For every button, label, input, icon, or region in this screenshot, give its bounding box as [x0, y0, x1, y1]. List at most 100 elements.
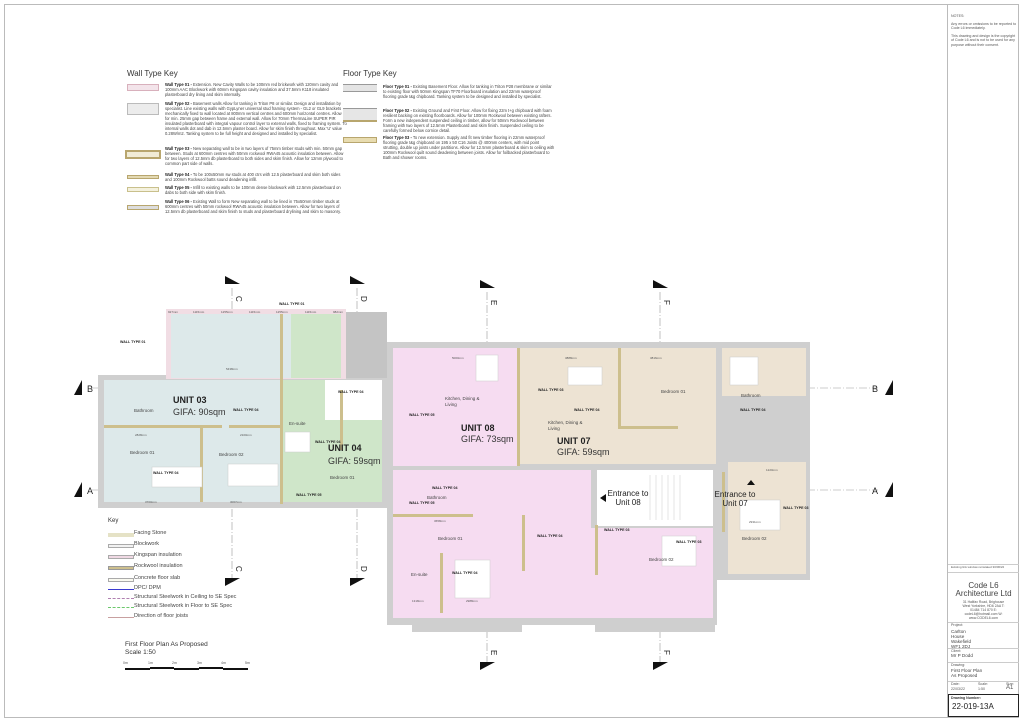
date-value: 22/03/22 — [951, 687, 965, 691]
wall-type-03-text: New separating wall to be in two layers … — [165, 146, 344, 166]
concrete-slab-swatch — [108, 578, 134, 582]
notes-title: NOTES: — [951, 14, 965, 18]
size-label: Size: — [1006, 682, 1014, 686]
drawing-number-label: Drawing Number: — [951, 696, 981, 700]
wall-type-01-name: Wall Type 01 - — [165, 82, 192, 87]
room-labels: Bathroom Bedroom 01 Bedroom 02 En-suite … — [130, 389, 767, 577]
section-e-bottom-marker-icon — [480, 662, 495, 670]
wall-type-04-name: Wall Type 04 - — [165, 172, 192, 177]
wall-type-label: WALL TYPE 03 — [604, 528, 630, 532]
section-b-left-marker-icon — [74, 380, 82, 395]
wall-type-06-name: Wall Type 06 - — [165, 199, 192, 204]
company-name: Code L6 Architecture Ltd — [955, 581, 1012, 598]
section-b-right-label: B — [872, 384, 878, 394]
company-address: 31 Halifax Road, Brighouse West Yorkshir… — [962, 600, 1005, 620]
scale-bar: 0m 1m 2m 3m 4m 5m — [123, 661, 250, 670]
section-f-top-marker-icon — [653, 280, 668, 288]
dimension-label: 1255mm — [221, 310, 233, 314]
kingspan-swatch — [108, 555, 134, 559]
wall-type-02-swatch — [127, 103, 159, 115]
room-label: Kitchen, Dining & — [445, 396, 480, 401]
section-e-bottom-label: E — [489, 650, 498, 655]
dimension-label: 5000mm — [452, 356, 464, 360]
room-label: Bedroom 01 — [130, 450, 155, 455]
section-a-right-label: A — [872, 486, 878, 496]
drawing-value: First Floor Plan As Proposed — [951, 668, 983, 678]
floor-type-02-swatch — [343, 108, 377, 122]
wall-type-label: WALL TYPE 04 — [338, 390, 364, 394]
wall-type-label: WALL TYPE 01 — [120, 340, 146, 344]
section-e-top-label: E — [489, 300, 498, 305]
wall-type-label: WALL TYPE 01 — [279, 302, 305, 306]
notes-copyright: This drawing and design is the copyright… — [951, 34, 1016, 47]
dpc-line — [108, 589, 134, 590]
wall-type-01-entry: Wall Type 01 - Extension. New Cavity Wal… — [165, 82, 347, 97]
wall-type-label: WALL TYPE 04 — [740, 408, 766, 412]
floor-type-01-swatch — [343, 84, 377, 92]
internal-walls — [104, 314, 725, 613]
section-d-bottom-marker-icon — [350, 578, 365, 586]
wall-type-label: WALL TYPE 04 — [315, 440, 341, 444]
project-label: Project: — [951, 623, 964, 627]
wall-type-02-text: Basement walls Allow for tanking in Trit… — [165, 101, 347, 136]
wall-type-label: WALL TYPE 04 — [233, 408, 259, 412]
steel-ceiling-line — [108, 598, 134, 599]
wall-type-label: WALL TYPE 04 — [574, 408, 600, 412]
dimension-label: 2931mm — [749, 520, 761, 524]
section-d-bottom-label: D — [359, 566, 368, 572]
wall-type-04-entry: Wall Type 04 - To be 100x50mm sw studs a… — [165, 172, 347, 182]
wall-type-label: WALL TYPE 04 — [153, 471, 179, 475]
key-item-blockwork: Blockwork — [134, 541, 160, 547]
dimension-label: 1318mm — [412, 599, 424, 603]
notes-errors: Any errors or omissions to be reported t… — [951, 22, 1017, 31]
scale-label: Scale: — [978, 682, 988, 686]
key-title: Key — [108, 518, 119, 524]
section-c-top-marker-icon — [225, 276, 240, 284]
wall-type-label: WALL TYPE 03 — [538, 388, 564, 392]
wall-type-06-entry: Wall Type 06 - Existing Wall to form New… — [165, 199, 347, 214]
wall-type-label: WALL TYPE 05 — [409, 413, 435, 417]
key-item-rockwool: Rockwool insulation — [134, 563, 183, 569]
project-value: Carlton House Wakefield WF1 2DJ — [951, 629, 971, 649]
wall-type-label: WALL TYPE 03 — [783, 506, 809, 510]
dimension-label: 5438mm — [226, 367, 238, 371]
scale-tick: 5m — [245, 661, 250, 665]
wall-type-label: WALL TYPE 04 — [452, 571, 478, 575]
entrance-unit-08-line1: Entrance to — [608, 489, 649, 498]
wall-type-06-swatch — [127, 205, 159, 210]
wall-type-04-text: To be 100x50mm sw studs at 400 ctrs with… — [165, 172, 341, 182]
room-label: Living — [548, 426, 560, 431]
wall-type-02-name: Wall Type 02 - — [165, 101, 192, 106]
dimension-label: 927mm — [168, 310, 179, 314]
dimension-label: 1255mm — [276, 310, 288, 314]
floor-type-03-name: Floor Type 03 - — [383, 135, 412, 140]
floor-type-key-title: Floor Type Key — [343, 69, 397, 78]
section-f-top-label: F — [662, 300, 671, 305]
floor-type-03-text: To new extension. Supply and fit new tim… — [383, 135, 555, 160]
room-label: Kitchen, Dining & — [548, 420, 583, 425]
room-label: Living — [445, 402, 457, 407]
wall-type-05-entry: Wall Type 05 - Infill to existing walls … — [165, 185, 347, 195]
unit-08-label: UNIT 08 — [461, 423, 495, 433]
wall-type-04-swatch — [127, 175, 159, 179]
section-a-left-label: A — [87, 486, 93, 496]
room-label: Bedroom 02 — [742, 536, 767, 541]
client-label: Client: — [951, 649, 962, 653]
entrance-arrow-icon — [600, 494, 606, 502]
wall-type-label: WALL TYPE 04 — [432, 486, 458, 490]
drawing-number-box: Drawing Number: 22-019-13A — [948, 694, 1019, 717]
floor-type-02-entry: Floor Type 02 - Existing Ground and Firs… — [383, 108, 555, 133]
floor-type-02-text: Existing Ground and First Floor. Allow f… — [383, 108, 552, 133]
key-item-concrete: Concrete floor slab — [134, 575, 181, 581]
dimension-label: 3658mm — [434, 519, 446, 523]
unit-04-area — [282, 314, 382, 502]
section-f-bottom-label: F — [662, 650, 671, 655]
wall-type-03-swatch — [125, 150, 161, 159]
drawing-title: First Floor Plan As Proposed — [125, 641, 208, 648]
wall-type-03-name: Wall Type 03 - — [165, 146, 192, 151]
drawing-label: Drawing: — [951, 663, 966, 667]
key-item-dpc: DPC/ DPM — [134, 585, 161, 591]
dimension-labels: 927mm 1115mm 1255mm 1115mm 1255mm 1115mm… — [135, 310, 778, 603]
dimension-label: 3700mm — [145, 500, 157, 504]
key-item-facing-stone: Facing Stone — [134, 530, 167, 536]
